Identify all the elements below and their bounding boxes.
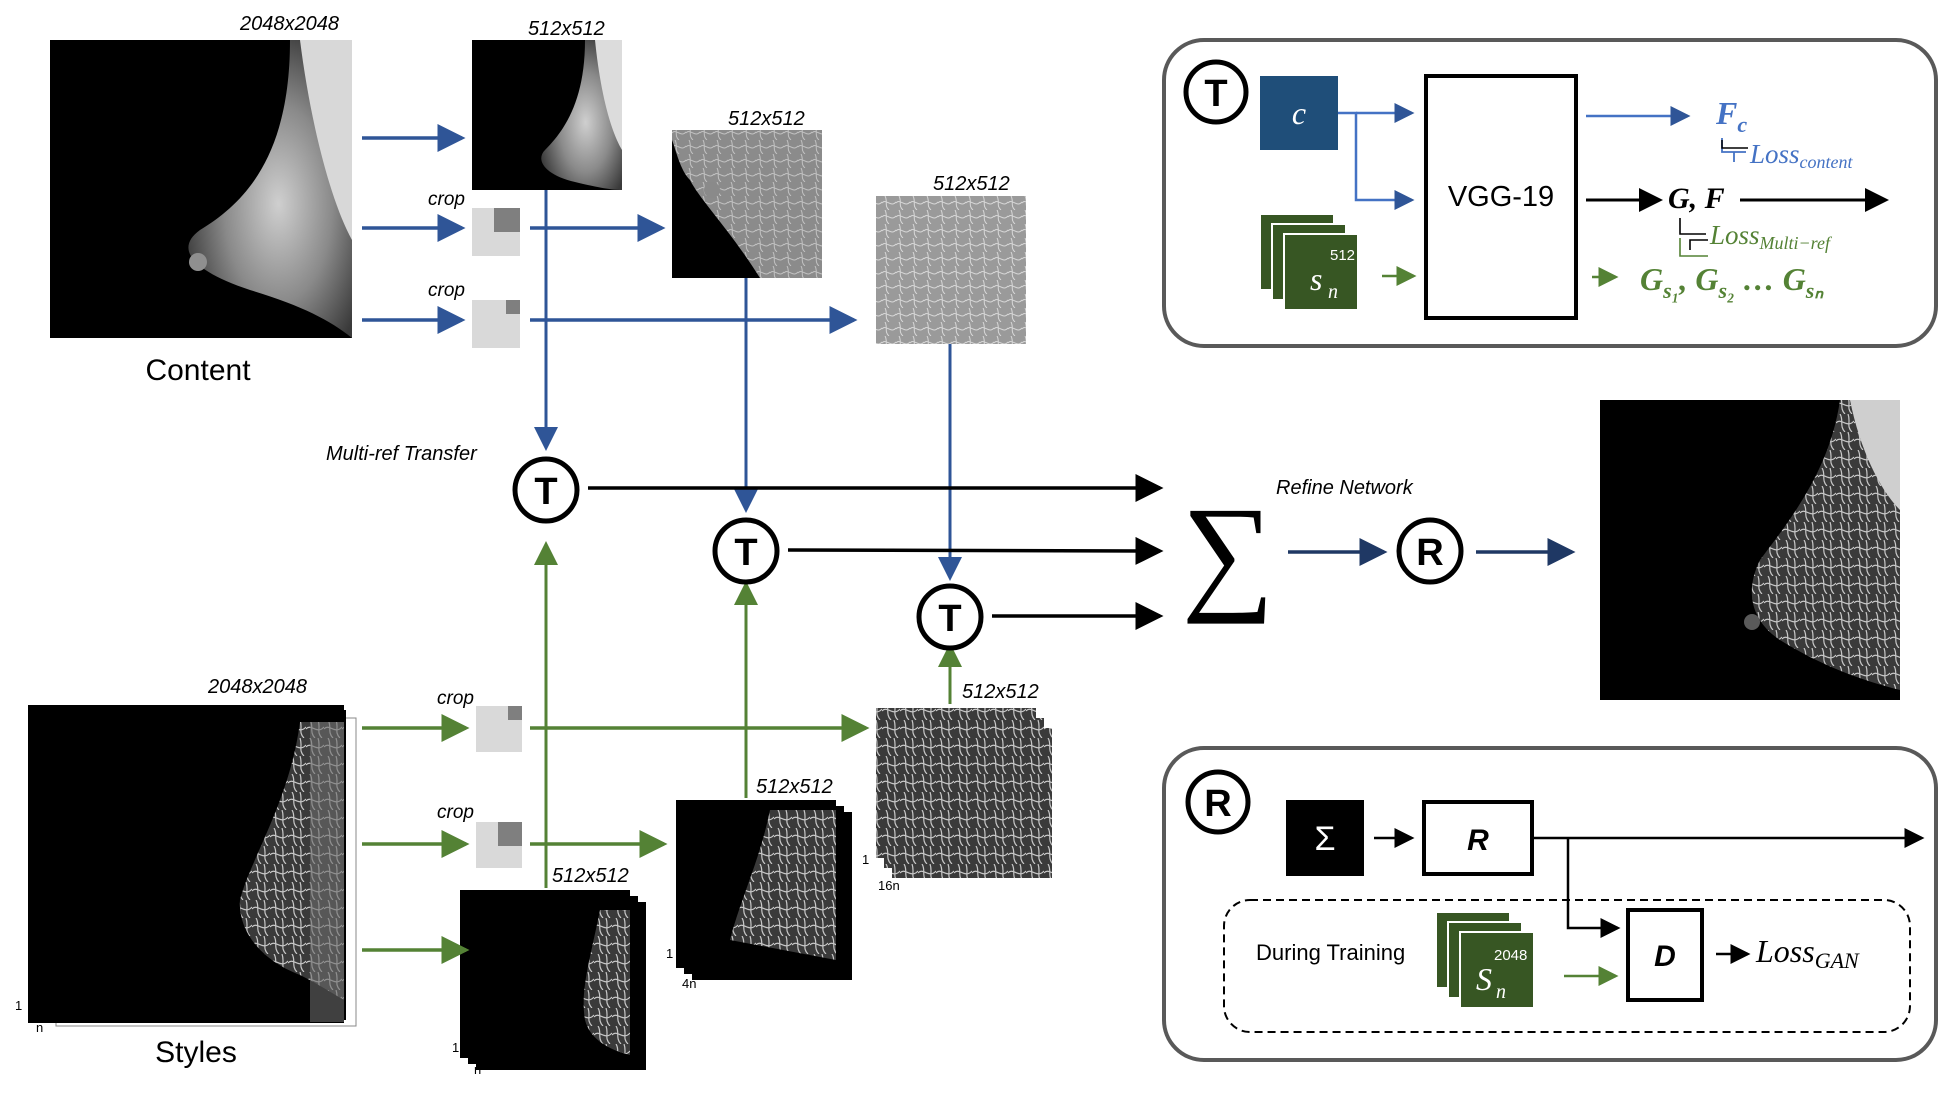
content-patch-2 [672,130,822,278]
style-patch-1-size: 512x512 [552,865,629,887]
d-box: D [1626,908,1704,1002]
style-patch-3-16n: 16n [878,878,900,893]
r-box-label: R [1467,824,1489,857]
content-patch-1 [472,40,622,190]
style-patch-2-first: 1 [666,946,673,961]
style-full-image-stack [28,705,357,1027]
r-box: R [1422,800,1534,876]
transfer-node-3-label: T [938,598,961,640]
transfer-node-2-label: T [734,532,757,574]
refine-detail-box [1162,746,1938,1062]
refine-box-node: R [1185,769,1251,835]
style-s-stack: 512 s n [1259,213,1359,311]
vgg19-label: VGG-19 [1448,181,1554,213]
content-crop-icon-2 [472,300,520,348]
refine-network-label: Refine Network [1276,477,1414,499]
style-crop-label-2: crop [437,802,474,823]
style-crop-label-1: crop [437,688,474,709]
vgg19-box: VGG-19 [1424,74,1578,320]
sum-box: Σ [1286,800,1364,876]
g-series-label: Gs₁, Gs₂ … Gsₙ [1640,261,1824,303]
style-crop-icon-1 [476,706,522,752]
content-full-image [50,40,352,338]
loss-content-label: Losscontent [1749,139,1854,172]
content-title: Content [145,354,251,387]
sum-symbol: ∑ [1182,481,1275,625]
content-c-label: c [1292,95,1306,131]
gf-label: G, F [1668,182,1725,215]
during-training-label: During Training [1256,940,1405,965]
style-patch-stack-n [460,890,646,1070]
content-patch-2-size: 512x512 [728,108,805,130]
refine-node-label: R [1416,532,1443,574]
transfer-node-3: T [916,583,984,651]
transfer-box-node: T [1183,59,1249,125]
transfer-box-node-label: T [1204,73,1227,115]
refine-node: R [1396,517,1464,585]
style-patch-2-4n: 4n [682,976,696,991]
style-S-label: S [1476,961,1492,997]
style-patch-3-size: 512x512 [962,681,1039,703]
transfer-node-2: T [712,517,780,585]
style-stack-first: 1 [15,998,22,1013]
style-patch-1-first: 1 [452,1040,459,1055]
content-crop-label-2: crop [428,280,465,301]
style-patch-2-size: 512x512 [756,776,833,798]
training-region [1223,899,1911,1033]
style-patch-1-n: n [474,1062,481,1077]
refine-box-node-label: R [1204,783,1231,825]
styles-title: Styles [155,1036,237,1069]
d-box-label: D [1654,940,1676,973]
style-size-label: 2048x2048 [207,676,307,698]
output-image [1600,400,1900,700]
style-S-size: 2048 [1494,947,1527,964]
style-S-stack: 2048 S n [1435,911,1535,1009]
style-stack-n: n [36,1020,43,1035]
content-size-label: 2048x2048 [239,13,339,35]
style-crop-icon-2 [476,822,522,868]
content-c-box: c [1260,76,1338,150]
style-patch-3-first: 1 [862,852,869,867]
transfer-node-1-label: T [534,471,557,513]
style-S-sub: n [1496,981,1506,1003]
content-crop-icon-1 [472,208,520,256]
style-s-label: s [1310,261,1322,297]
loss-multi-ref-label: LossMulti−ref [1709,220,1833,253]
content-crop-label-1: crop [428,189,465,210]
content-patch-3-size: 512x512 [933,173,1010,195]
multi-ref-label: Multi-ref Transfer [326,443,478,465]
content-patch-1-size: 512x512 [528,18,605,40]
loss-gan-label: LossGAN [1755,933,1860,973]
style-s-sub: n [1328,281,1338,303]
content-patch-3 [876,196,1026,344]
transfer-node-1: T [512,456,580,524]
style-patch-stack-4n [676,800,852,980]
fc-label: Fc [1715,95,1747,137]
style-s-size: 512 [1330,247,1355,264]
style-patch-stack-16n [876,708,1052,878]
sum-box-label: Σ [1314,820,1335,858]
